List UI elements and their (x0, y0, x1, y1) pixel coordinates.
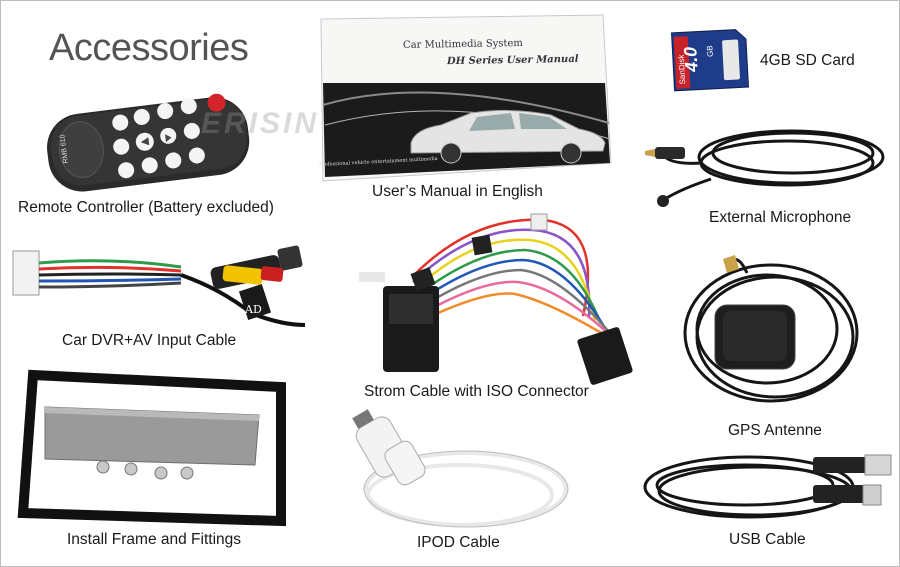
dvr-tag-label: AD (244, 303, 262, 316)
rca-cable-icon: AD (12, 245, 306, 327)
manual-header: Car Multimedia System (402, 37, 523, 52)
dvr-cable-image: AD (11, 229, 311, 329)
page-title: Accessories (49, 27, 249, 69)
sd-brand-label: SanDisk (677, 53, 688, 84)
sd-card-image: SanDisk 4.0 GB (667, 27, 751, 93)
dvr-cable-caption: Car DVR+AV Input Cable (62, 332, 237, 349)
ipod-cable-icon (352, 409, 569, 528)
install-frame-icon (17, 369, 286, 527)
usb-caption: USB Cable (729, 531, 806, 548)
manual-subheader: DH Series User Manual (446, 53, 579, 68)
usb-cable-image (639, 445, 894, 530)
ipod-cable-image (336, 409, 576, 534)
remote-control-image: RMB 610 (41, 91, 261, 196)
remote-caption: Remote Controller (Battery excluded) (18, 199, 274, 216)
gps-antenna-icon (683, 255, 859, 403)
usb-cable-icon (643, 454, 892, 519)
sd-unit-label: GB (705, 45, 715, 57)
ipod-caption: IPOD Cable (417, 534, 500, 551)
gps-antenna-image (677, 253, 867, 413)
sd-capacity-label: 4.0 (680, 46, 701, 73)
iso-connector-icon (359, 213, 633, 385)
iso-cable-caption: Strom Cable with ISO Connector (364, 383, 589, 400)
manual-caption: User’s Manual in English (372, 183, 543, 200)
microphone-caption: External Microphone (709, 209, 852, 226)
sd-card-caption: 4GB SD Card (760, 52, 855, 69)
car-icon (410, 109, 606, 164)
remote-model-label: RMB 610 (59, 134, 70, 164)
remote-control-icon: RMB 610 (47, 93, 250, 192)
brand-watermark: ERISIN (201, 107, 320, 140)
sd-card-icon: SanDisk 4.0 GB (671, 29, 749, 92)
microphone-cable-icon (645, 129, 885, 207)
iso-cable-image (353, 206, 643, 386)
microphone-image (641, 119, 891, 209)
install-frame-image (17, 369, 286, 527)
gps-caption: GPS Antenne (728, 422, 822, 439)
user-manual-image: Car Multimedia System DH Series User Man… (313, 13, 613, 182)
frame-caption: Install Frame and Fittings (67, 531, 242, 548)
